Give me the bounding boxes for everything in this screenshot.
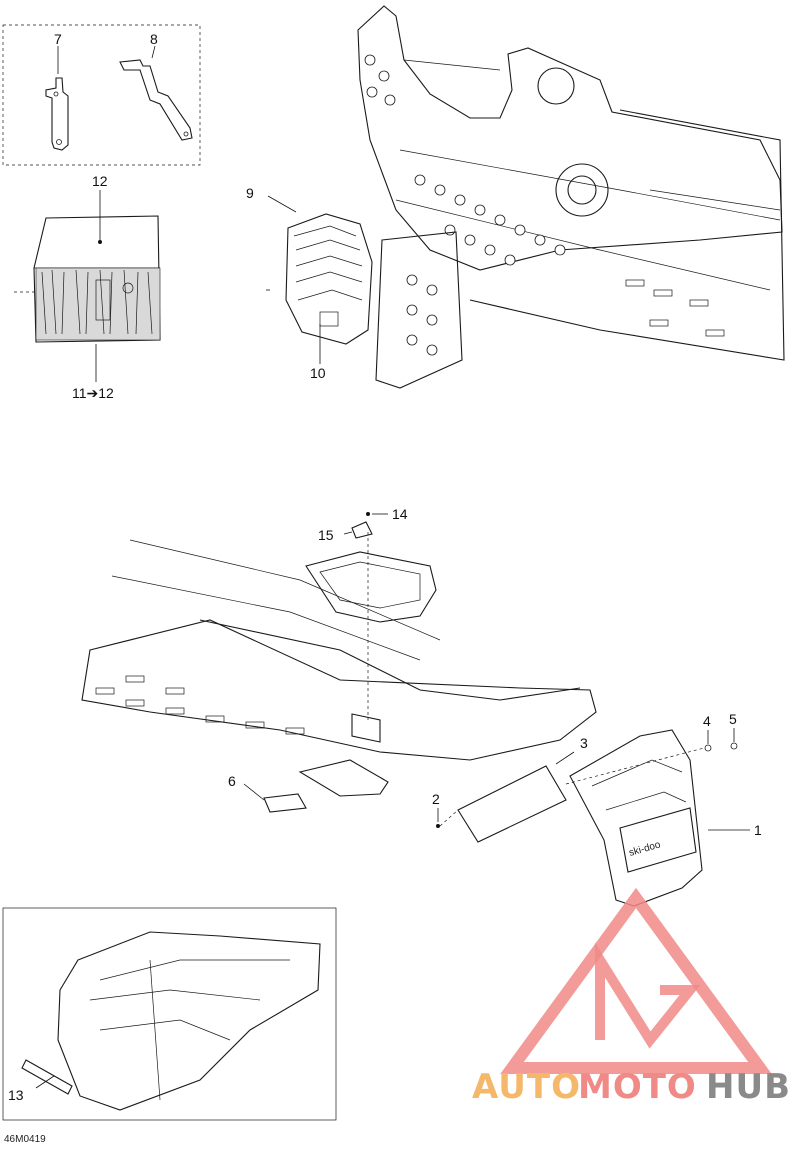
callout-14: 14 (392, 506, 408, 522)
lower-tunnel-illustration (81, 512, 597, 813)
callout-12-top: 12 (92, 173, 108, 189)
callout-13: 13 (8, 1087, 24, 1103)
callout-6: 6 (228, 773, 236, 789)
callout-3: 3 (580, 735, 588, 751)
automotohub-watermark-logo (500, 887, 772, 1074)
part-1-snow-flap: ski-doo (569, 728, 750, 907)
diagram-code: 46M0419 (4, 1134, 46, 1145)
callout-2: 2 (432, 791, 440, 807)
callout-7: 7 (54, 31, 62, 47)
part-9-10-holder (266, 195, 373, 364)
callout-labels: 7 8 12 11➔12 9 10 14 15 3 4 5 6 2 1 13 (8, 31, 762, 1103)
logo-plate-text: ski-doo (628, 839, 662, 859)
watermark-text-auto: AUTO (472, 1067, 581, 1107)
callout-11-12: 11➔12 (72, 385, 114, 401)
watermark-text-moto: MOTO (578, 1067, 697, 1107)
callout-4: 4 (703, 713, 711, 729)
automotohub-watermark: AUTO MOTO HUB (472, 1067, 791, 1107)
callout-8: 8 (150, 31, 158, 47)
callout-15: 15 (318, 527, 334, 543)
callout-1: 1 (754, 822, 762, 838)
tool-7-icon (45, 77, 69, 151)
callout-9: 9 (246, 185, 254, 201)
callout-10: 10 (310, 365, 326, 381)
bottom-inset-box (2, 907, 337, 1121)
tool-pouch-icon (14, 190, 161, 382)
tool-8-icon (119, 59, 193, 141)
part-3-plate (436, 747, 705, 843)
watermark-text-hub: HUB (706, 1067, 791, 1107)
callout-5: 5 (729, 711, 737, 727)
tool-inset-box (2, 24, 201, 166)
chassis-holes (364, 54, 566, 266)
upper-chassis-illustration (357, 5, 785, 389)
